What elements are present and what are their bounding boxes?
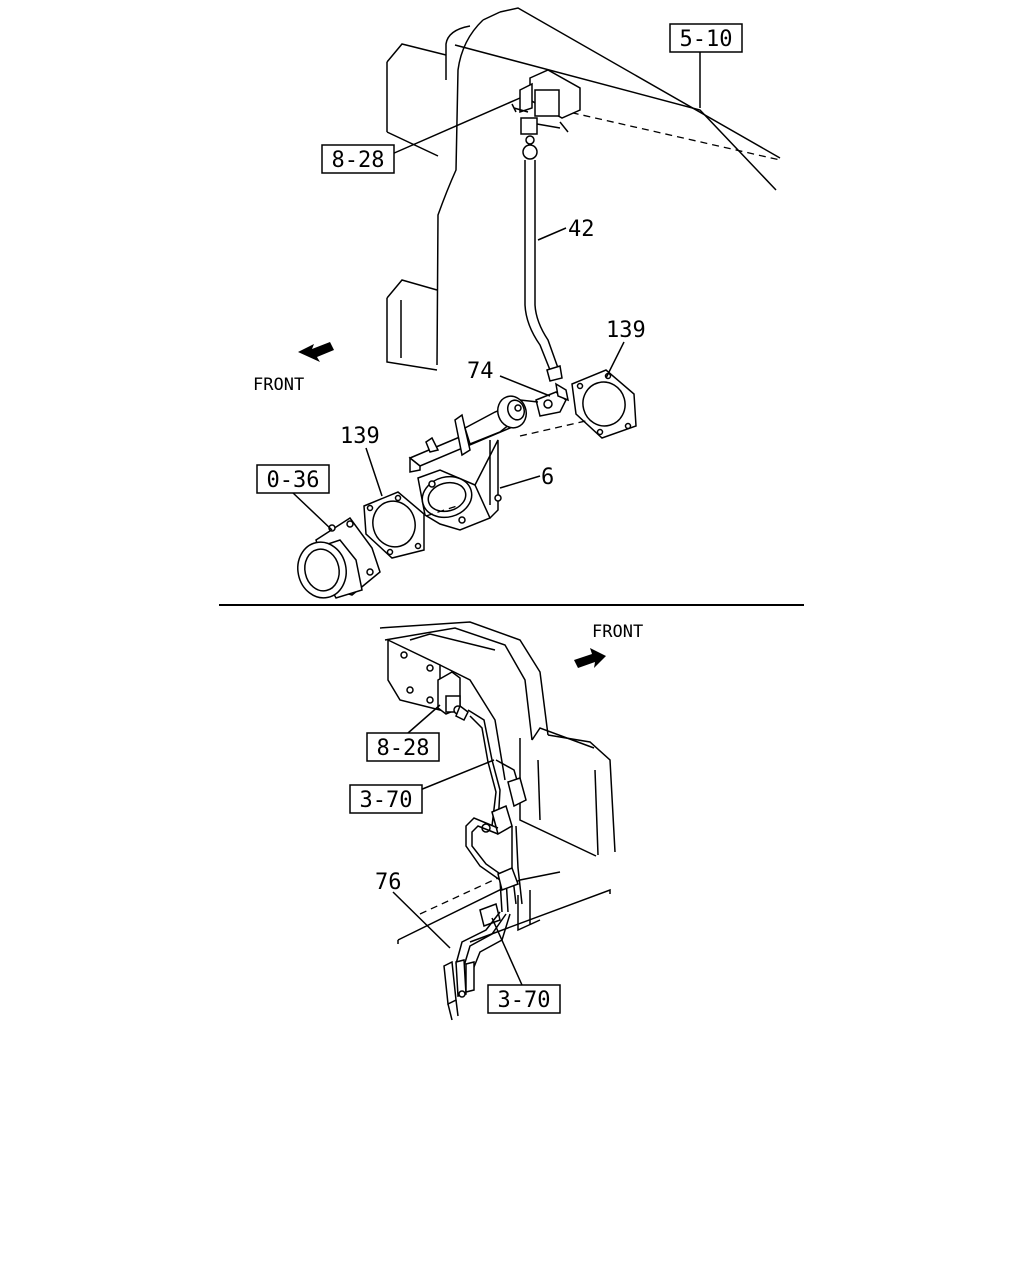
- svg-text:0-36: 0-36: [267, 468, 320, 493]
- part-label-6: 6: [541, 465, 554, 490]
- gasket-139-left: [363, 491, 425, 559]
- ref-box-3-70-upper: 3-70: [349, 784, 423, 814]
- svg-text:8-28: 8-28: [377, 736, 430, 761]
- exhaust-housing: [297, 516, 381, 599]
- ref-box-5-10: 5-10: [669, 23, 743, 53]
- part-label-76: 76: [375, 870, 402, 895]
- frame-structure-bottom: [379, 621, 616, 944]
- brake-pipe-routing: [455, 709, 527, 973]
- svg-text:3-70: 3-70: [360, 788, 413, 813]
- part-label-139-left: 139: [340, 424, 380, 449]
- hose-76: [443, 959, 475, 1021]
- part-label-42: 42: [568, 217, 595, 242]
- magnetic-valve-top: [511, 69, 581, 145]
- ref-box-8-28-top: 8-28: [321, 144, 395, 174]
- magnetic-valve-bottom: [437, 671, 469, 722]
- ref-box-0-36: 0-36: [256, 464, 330, 494]
- exhaust-brake-unit: [408, 395, 539, 531]
- gasket-139-right: [571, 369, 637, 439]
- front-arrow-top-icon: [298, 342, 334, 362]
- frame-member: [386, 7, 781, 371]
- front-label-top: FRONT: [253, 375, 304, 395]
- svg-text:8-28: 8-28: [332, 148, 385, 173]
- ref-box-8-28-bottom: 8-28: [366, 732, 440, 762]
- bottom-view: FRONT 8-28 3-70 3-70 76: [349, 621, 643, 1021]
- svg-text:5-10: 5-10: [680, 27, 733, 52]
- part-label-74: 74: [467, 359, 494, 384]
- svg-text:3-70: 3-70: [498, 988, 551, 1013]
- part-label-139-right: 139: [606, 318, 646, 343]
- top-view: FRONT 5-10 8-28 0-36 42 74 139 139 6: [253, 7, 781, 599]
- front-arrow-bottom-icon: [574, 648, 606, 668]
- ref-box-3-70-lower: 3-70: [487, 984, 561, 1014]
- front-label-bottom: FRONT: [592, 622, 643, 642]
- pipe-42: [522, 144, 563, 382]
- fitting-74: [535, 382, 570, 417]
